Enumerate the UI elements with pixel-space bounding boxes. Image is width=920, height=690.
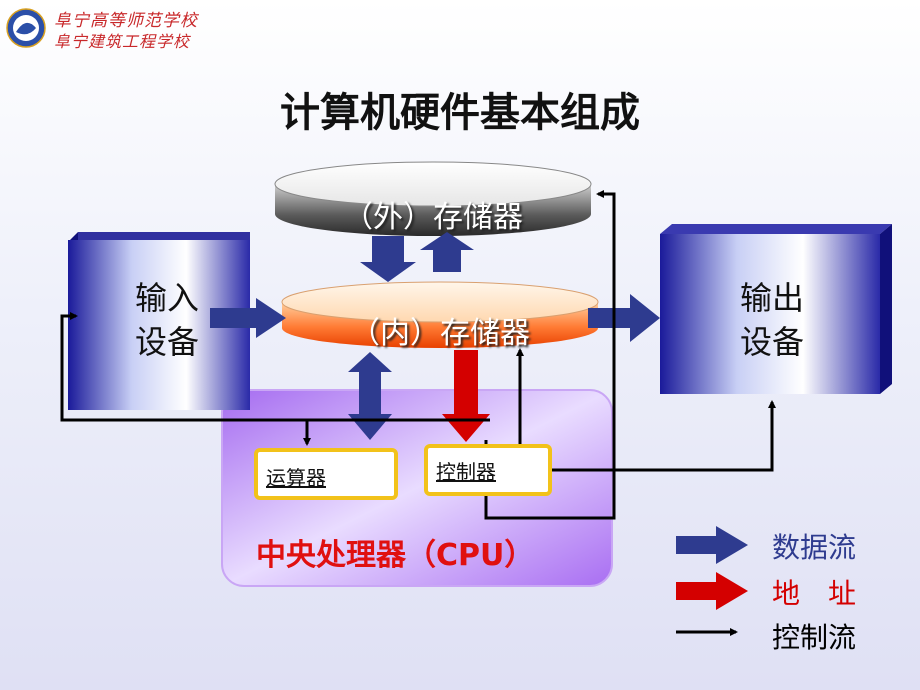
control-unit-box [424, 444, 552, 496]
input-device-label-line2: 设备 [134, 323, 199, 361]
legend-data-arrow-icon [676, 526, 748, 564]
school-logo [6, 8, 46, 48]
legend-address-label: 地 址 [772, 577, 857, 610]
output-device-label-line2: 设备 [739, 323, 804, 361]
data-arrow-memory-to-output [588, 294, 660, 342]
legend-data-flow-label: 数据流 [772, 531, 857, 564]
control-unit-label: 控制器 [436, 460, 496, 484]
legend-address-arrow-icon [676, 572, 748, 610]
data-arrow-input-to-memory [210, 298, 286, 338]
input-device-label-line1: 输入 [134, 279, 199, 317]
school-name-line1: 阜宁高等师范学校 [54, 11, 198, 31]
alu-label: 运算器 [266, 466, 326, 490]
page-title: 计算机硬件基本组成 [280, 90, 640, 136]
output-device-box [660, 224, 892, 394]
output-device-label-line1: 输出 [739, 279, 804, 317]
control-line-to-input [60, 312, 490, 422]
legend-control-flow-label: 控制流 [772, 621, 857, 654]
external-memory-label: （外）存储器 [343, 200, 523, 235]
school-name-line2: 阜宁建筑工程学校 [54, 32, 191, 51]
data-arrow-ext-to-int [360, 236, 416, 282]
internal-memory-label: （内）存储器 [350, 316, 530, 351]
cpu-label: 中央处理器（CPU） [256, 538, 535, 573]
external-memory-cylinder [274, 161, 592, 236]
control-line-to-output [550, 400, 776, 472]
alu-box [254, 448, 398, 500]
data-arrow-int-to-ext [420, 232, 474, 272]
cpu-region [221, 389, 613, 587]
data-arrow-memory-alu [348, 352, 392, 440]
internal-memory-cylinder [281, 281, 599, 348]
